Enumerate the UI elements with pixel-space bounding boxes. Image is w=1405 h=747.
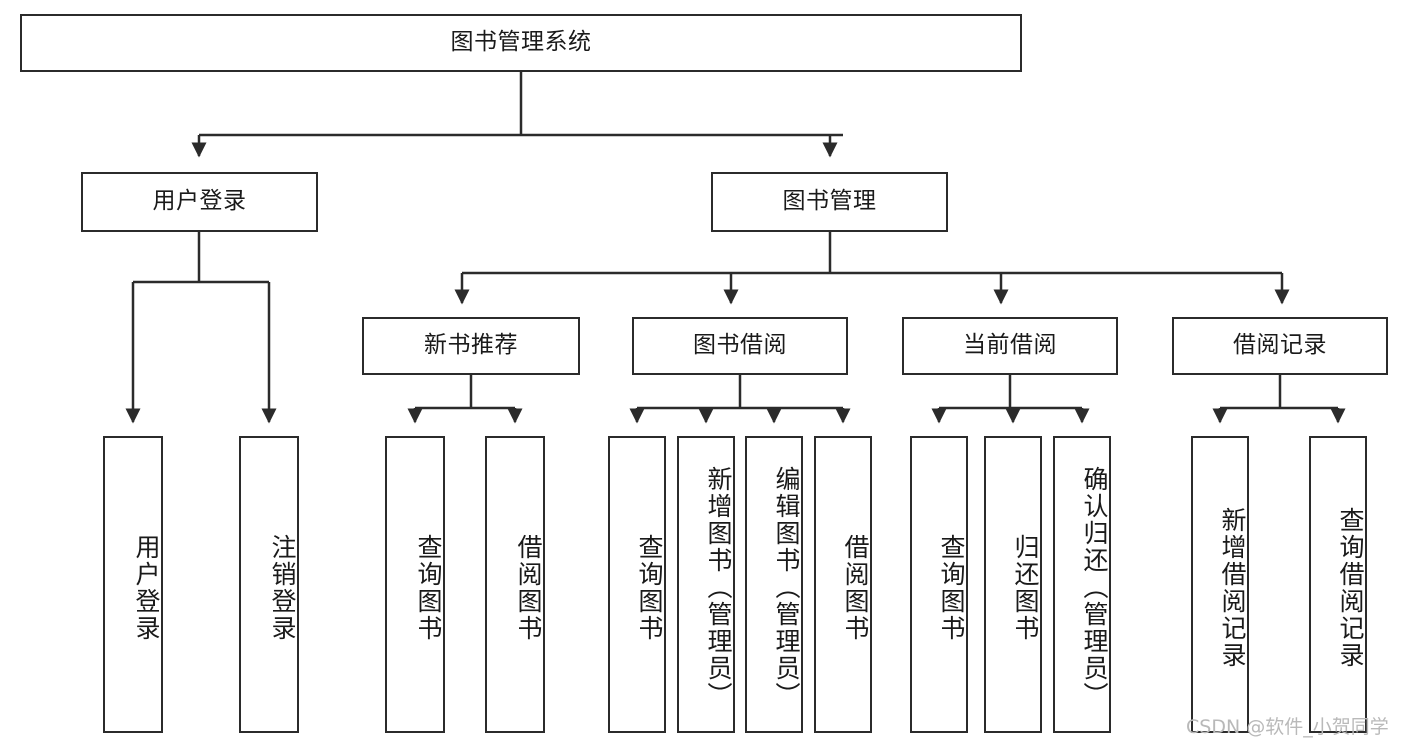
node-leaf-borrow-book-rec[interactable]: 借阅图书 <box>485 436 545 733</box>
node-leaf-borrow-book-rec-label: 借阅图书 <box>514 533 543 642</box>
node-leaf-add-book[interactable]: 新增图书（管理员） <box>677 436 735 733</box>
node-current-borrow-label: 当前借阅 <box>963 332 1057 359</box>
node-leaf-add-book-label: 新增图书（管理员） <box>704 466 733 709</box>
node-leaf-edit-book[interactable]: 编辑图书（管理员） <box>745 436 803 733</box>
node-new-book-rec[interactable]: 新书推荐 <box>362 317 580 375</box>
node-user-login-label: 用户登录 <box>152 188 247 215</box>
node-leaf-query-book-borrow[interactable]: 查询图书 <box>608 436 666 733</box>
node-leaf-query-book-borrow-label: 查询图书 <box>635 533 664 642</box>
node-leaf-query-record[interactable]: 查询借阅记录 <box>1309 436 1367 733</box>
node-leaf-edit-book-label: 编辑图书（管理员） <box>772 466 801 709</box>
node-leaf-user-login[interactable]: 用户登录 <box>103 436 163 733</box>
node-leaf-query-book-rec-label: 查询图书 <box>414 533 443 642</box>
node-leaf-logout[interactable]: 注销登录 <box>239 436 299 733</box>
node-leaf-confirm-return[interactable]: 确认归还（管理员） <box>1053 436 1111 733</box>
node-borrow-record[interactable]: 借阅记录 <box>1172 317 1388 375</box>
watermark: CSDN @软件_小贺同学 <box>1186 716 1389 738</box>
node-leaf-add-record-label: 新增借阅记录 <box>1218 506 1247 669</box>
node-root[interactable]: 图书管理系统 <box>20 14 1022 72</box>
node-leaf-borrow-book-label: 借阅图书 <box>841 533 870 642</box>
node-book-borrow[interactable]: 图书借阅 <box>632 317 848 375</box>
node-book-borrow-label: 图书借阅 <box>693 332 787 359</box>
node-leaf-return-book-label: 归还图书 <box>1011 533 1040 642</box>
node-leaf-query-record-label: 查询借阅记录 <box>1336 506 1365 669</box>
node-book-manage-label: 图书管理 <box>782 188 877 215</box>
node-book-manage[interactable]: 图书管理 <box>711 172 948 232</box>
node-new-book-rec-label: 新书推荐 <box>424 332 518 359</box>
node-current-borrow[interactable]: 当前借阅 <box>902 317 1118 375</box>
node-leaf-query-book-cur[interactable]: 查询图书 <box>910 436 968 733</box>
node-borrow-record-label: 借阅记录 <box>1233 332 1327 359</box>
node-leaf-borrow-book[interactable]: 借阅图书 <box>814 436 872 733</box>
node-leaf-query-book-rec[interactable]: 查询图书 <box>385 436 445 733</box>
node-leaf-confirm-return-label: 确认归还（管理员） <box>1080 466 1109 709</box>
node-root-label: 图书管理系统 <box>450 29 592 56</box>
node-leaf-add-record[interactable]: 新增借阅记录 <box>1191 436 1249 733</box>
node-leaf-user-login-label: 用户登录 <box>132 533 161 642</box>
node-leaf-logout-label: 注销登录 <box>268 533 297 642</box>
node-leaf-query-book-cur-label: 查询图书 <box>937 533 966 642</box>
node-leaf-return-book[interactable]: 归还图书 <box>984 436 1042 733</box>
node-user-login[interactable]: 用户登录 <box>81 172 318 232</box>
